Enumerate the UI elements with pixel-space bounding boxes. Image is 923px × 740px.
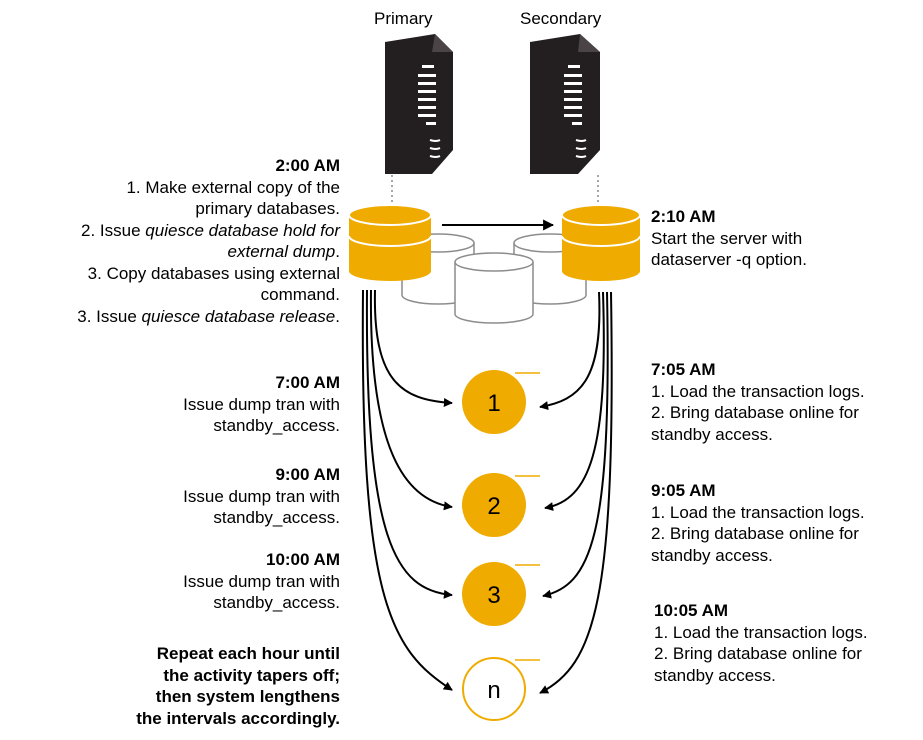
step-210am: 2:10 AM Start the server with dataserver… bbox=[651, 206, 807, 271]
step-200am-line1: 1. Make external copy of the bbox=[126, 177, 340, 197]
step-905am-line2: 2. Bring database online for bbox=[651, 524, 859, 543]
primary-arrows bbox=[361, 289, 453, 691]
primary-database-icon bbox=[348, 204, 432, 281]
repeat-note-line1: Repeat each hour until bbox=[156, 644, 340, 663]
step-905am-line3: standby access. bbox=[651, 545, 773, 565]
dump-n: n bbox=[462, 657, 540, 721]
dump-1-label: 1 bbox=[487, 390, 500, 417]
step-900am-line2: standby_access. bbox=[213, 508, 340, 527]
dump-2: 2 bbox=[462, 473, 540, 537]
step-200am-line3: 2. Issue quiesce database hold for bbox=[81, 220, 340, 240]
step-1005am-line1: 1. Load the transaction logs. bbox=[654, 622, 868, 642]
step-200am-line4: external dump. bbox=[227, 242, 340, 261]
step-200am-line6: command. bbox=[260, 285, 340, 304]
secondary-server-icon bbox=[530, 34, 600, 174]
secondary-label: Secondary bbox=[520, 9, 602, 28]
step-1000am-line1: Issue dump tran with bbox=[183, 571, 340, 591]
step-905am-line1: 1. Load the transaction logs. bbox=[651, 502, 865, 522]
dump-n-label: n bbox=[487, 677, 500, 704]
primary-server-icon bbox=[385, 34, 453, 174]
step-900am-time: 9:00 AM bbox=[275, 465, 340, 484]
step-900am: 9:00 AM Issue dump tran with standby_acc… bbox=[183, 464, 340, 529]
step-700am: 7:00 AM Issue dump tran with standby_acc… bbox=[183, 372, 340, 437]
step-705am-line2: 2. Bring database online for bbox=[651, 403, 859, 422]
primary-label: Primary bbox=[374, 9, 433, 28]
step-700am-line1: Issue dump tran with bbox=[183, 394, 340, 414]
step-1000am: 10:00 AM Issue dump tran with standby_ac… bbox=[183, 549, 340, 614]
step-1000am-time: 10:00 AM bbox=[265, 550, 340, 569]
step-200am: 2:00 AM 1. Make external copy of the pri… bbox=[77, 155, 340, 327]
step-210am-line1: Start the server with bbox=[651, 228, 803, 248]
repeat-note: Repeat each hour until the activity tape… bbox=[136, 643, 340, 729]
dump-3: 3 bbox=[462, 562, 540, 626]
repeat-note-line4: the intervals accordingly. bbox=[136, 708, 340, 728]
step-200am-line5: 3. Copy databases using external bbox=[87, 263, 340, 283]
step-705am-time: 7:05 AM bbox=[651, 360, 716, 379]
repeat-note-line3: then system lengthens bbox=[155, 687, 340, 706]
secondary-arrows bbox=[539, 291, 613, 694]
step-705am-line3: standby access. bbox=[651, 424, 773, 444]
step-1005am-line2: 2. Bring database online for bbox=[654, 644, 862, 663]
step-900am-line1: Issue dump tran with bbox=[183, 486, 340, 506]
step-705am: 7:05 AM 1. Load the transaction logs. 2.… bbox=[651, 359, 865, 445]
step-1005am-time: 10:05 AM bbox=[654, 601, 729, 620]
step-1000am-line2: standby_access. bbox=[213, 593, 340, 612]
step-200am-line2: primary databases. bbox=[195, 199, 340, 218]
step-905am-time: 9:05 AM bbox=[651, 481, 716, 500]
step-1005am-line3: standby access. bbox=[654, 665, 776, 685]
secondary-database-icon bbox=[561, 204, 641, 281]
step-210am-time: 2:10 AM bbox=[651, 207, 716, 226]
step-700am-line2: standby_access. bbox=[213, 416, 340, 435]
step-210am-line2: dataserver -q option. bbox=[651, 250, 807, 269]
step-200am-time: 2:00 AM bbox=[275, 156, 340, 175]
step-1005am: 10:05 AM 1. Load the transaction logs. 2… bbox=[654, 600, 868, 686]
step-700am-time: 7:00 AM bbox=[275, 373, 340, 392]
step-200am-line7: 3. Issue quiesce database release. bbox=[77, 306, 340, 326]
step-705am-line1: 1. Load the transaction logs. bbox=[651, 381, 865, 401]
dump-2-label: 2 bbox=[487, 493, 500, 520]
step-905am: 9:05 AM 1. Load the transaction logs. 2.… bbox=[651, 480, 865, 566]
dump-3-label: 3 bbox=[487, 582, 500, 609]
dump-1: 1 bbox=[462, 370, 540, 434]
repeat-note-line2: the activity tapers off; bbox=[163, 665, 340, 685]
